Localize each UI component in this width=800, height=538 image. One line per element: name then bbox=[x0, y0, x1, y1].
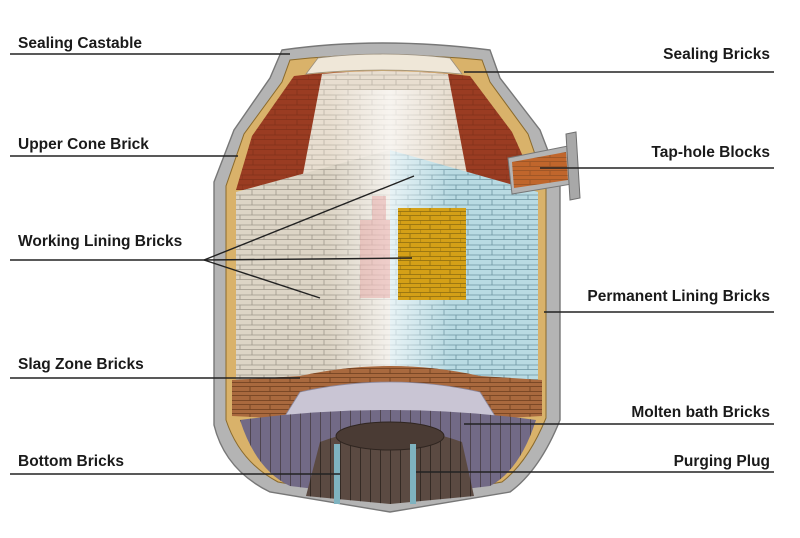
leader-working-lining-bricks-a bbox=[203, 175, 415, 261]
purging-plug-right bbox=[410, 444, 416, 504]
label-molten-bath-bricks: Molten bath Bricks bbox=[631, 404, 770, 421]
label-slag-zone-bricks: Slag Zone Bricks bbox=[18, 356, 144, 373]
bottom-center bbox=[335, 421, 445, 451]
tap-hole bbox=[507, 131, 581, 201]
label-permanent-lining-bricks: Permanent Lining Bricks bbox=[587, 288, 770, 305]
converter-vessel bbox=[213, 42, 581, 513]
leader-lines bbox=[10, 53, 774, 475]
label-bottom-bricks: Bottom Bricks bbox=[18, 453, 124, 470]
leader-working-lining-bricks-c bbox=[203, 259, 321, 299]
label-sealing-bricks: Sealing Bricks bbox=[663, 46, 770, 63]
leader-working-lining-bricks-b bbox=[203, 257, 413, 261]
label-working-lining-bricks: Working Lining Bricks bbox=[18, 233, 183, 250]
label-upper-cone-brick: Upper Cone Brick bbox=[18, 136, 149, 153]
label-purging-plug: Purging Plug bbox=[673, 453, 770, 470]
sealing-bricks-ring bbox=[305, 53, 463, 75]
label-tap-hole-blocks: Tap-hole Blocks bbox=[651, 144, 770, 161]
label-sealing-castable: Sealing Castable bbox=[18, 35, 143, 52]
